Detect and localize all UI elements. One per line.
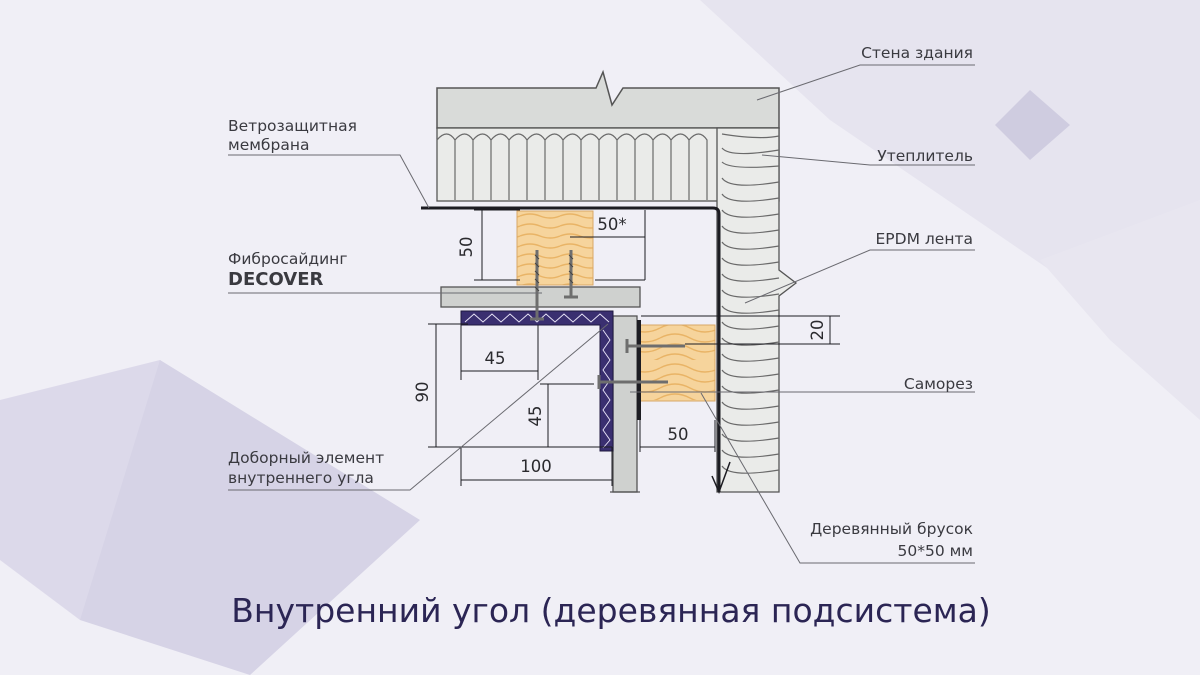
timber-batten-upper: [516, 210, 594, 286]
decor-diamond-right: [1040, 200, 1200, 420]
screw-upper-b: [564, 250, 578, 299]
dim-inner-flange-width: 45: [485, 349, 506, 368]
dim-upper-batten-width: 50*: [597, 215, 626, 234]
decor-diamond-small: [995, 90, 1070, 160]
dim-inner-flange-height: 45: [526, 406, 545, 427]
dimension-lines: [428, 209, 840, 486]
label-siding-brand: DECOVER: [228, 269, 323, 290]
siding-board-horizontal: [440, 286, 641, 308]
siding-board-vertical: [610, 315, 640, 493]
label-epdm: EPDM лента: [876, 230, 973, 248]
dim-upper-batten-height: 50: [457, 237, 476, 258]
decor-diamond-top-right: [700, 0, 1200, 270]
leader-lines: [228, 64, 975, 564]
label-membrane-line1: Ветрозащитная: [228, 117, 357, 135]
label-membrane-line2: мембрана: [228, 136, 309, 154]
label-corner-line2: внутреннего угла: [228, 469, 374, 487]
label-timber-line2: 50*50 мм: [897, 542, 973, 560]
label-insulation: Утеплитель: [877, 147, 973, 165]
building-wall: [436, 69, 780, 129]
dim-epdm-offset: 20: [808, 320, 827, 341]
label-screw: Саморез: [904, 375, 973, 393]
label-siding-line1: Фибросайдинг: [228, 250, 347, 268]
label-timber-line1: Деревянный брусок: [810, 520, 973, 538]
page-title: Внутренний угол (деревянная подсистема): [231, 591, 990, 630]
screw-lower-b: [597, 375, 668, 389]
dim-lower-batten-width: 50: [668, 425, 689, 444]
timber-batten-lower: [639, 324, 716, 402]
dim-corner-leg-height: 90: [413, 382, 432, 403]
wind-membrane: [421, 206, 731, 495]
inner-corner-trim: [460, 310, 614, 452]
epdm-tape: [637, 320, 641, 420]
screw-lower-a: [625, 339, 685, 353]
dim-corner-leg-width: 100: [520, 457, 552, 476]
screw-upper-a: [530, 250, 544, 321]
decor-diamond-left-lower: [80, 360, 420, 675]
label-building-wall: Стена здания: [861, 44, 973, 62]
insulation-right: [716, 127, 798, 493]
label-corner-line1: Доборный элемент: [228, 449, 384, 467]
